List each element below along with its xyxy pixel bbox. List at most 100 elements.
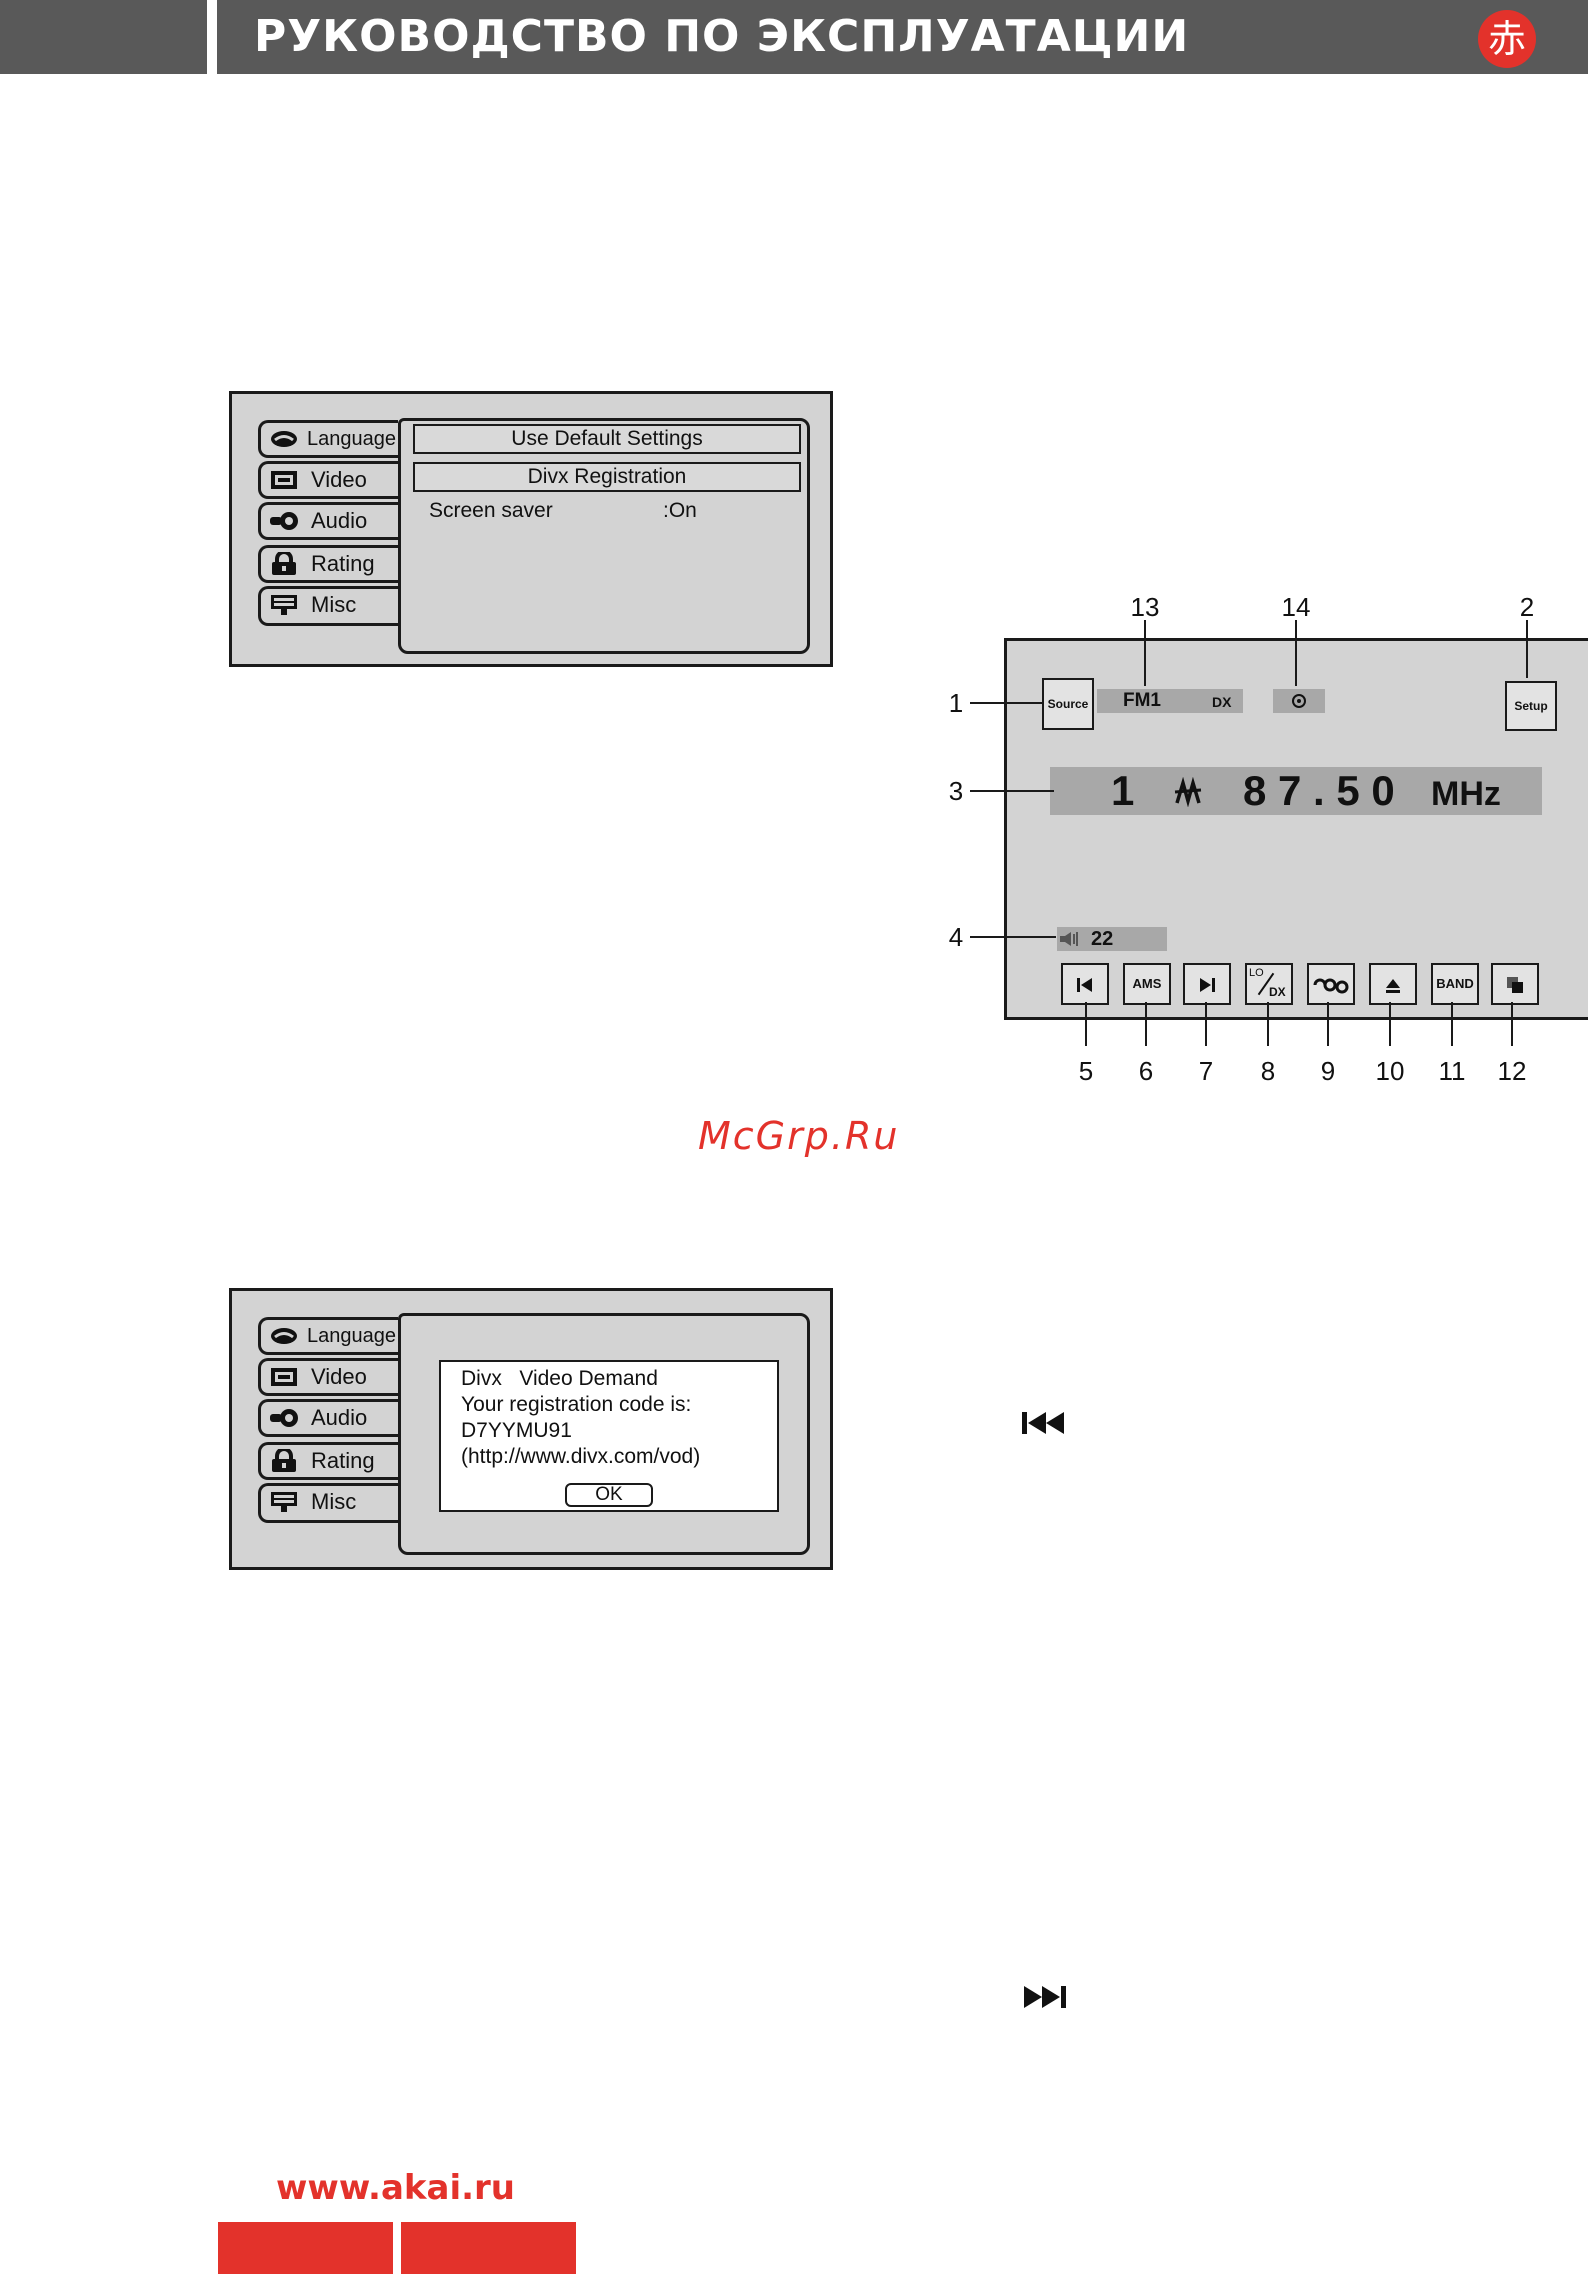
callout-4-leader: [970, 936, 1056, 938]
callout-8: 8: [1260, 1056, 1276, 1086]
divx-registration-button[interactable]: Divx Registration: [413, 462, 801, 492]
tab-label: Misc: [311, 1489, 357, 1514]
callout-5-leader: [1085, 1002, 1087, 1046]
lo-dx-button[interactable]: LO DX: [1245, 963, 1293, 1005]
akai-logo: 赤: [1478, 10, 1536, 68]
tab-video[interactable]: Video: [258, 1358, 398, 1396]
volume-display: [1057, 927, 1167, 951]
dialog-title: Divx Video Demand: [461, 1367, 658, 1390]
tab-rating[interactable]: Rating: [258, 545, 398, 583]
callout-14-leader: [1295, 620, 1297, 686]
lo-label: LO: [1249, 967, 1264, 979]
callout-10: 10: [1375, 1056, 1405, 1086]
callout-5: 5: [1078, 1056, 1094, 1086]
misc-icon: [269, 594, 299, 616]
callout-7: 7: [1198, 1056, 1214, 1086]
callout-12-leader: [1511, 1002, 1513, 1046]
eject-button[interactable]: [1369, 963, 1417, 1005]
callout-2-leader: [1526, 620, 1528, 678]
volume-icon: [1059, 931, 1079, 947]
tab-label: Video: [311, 1364, 367, 1389]
dx-label: DX: [1269, 985, 1286, 999]
callout-14: 14: [1281, 592, 1311, 622]
eject-icon: [1386, 979, 1400, 993]
header-bar: [217, 0, 1588, 74]
header-left-bar: [0, 0, 207, 74]
tab-language[interactable]: Language: [258, 1317, 398, 1355]
video-icon: [269, 1366, 299, 1388]
setup-menu-screen: Language Video Audio Rating Misc Use Def…: [229, 391, 833, 667]
audio-icon: [269, 510, 299, 532]
tab-video[interactable]: Video: [258, 461, 398, 499]
tab-label: Rating: [311, 551, 375, 576]
tab-audio[interactable]: Audio: [258, 502, 398, 540]
setup-panel: Use Default Settings Divx Registration S…: [398, 418, 810, 654]
tab-audio[interactable]: Audio: [258, 1399, 398, 1437]
tab-label: Misc: [311, 592, 357, 617]
misc-icon: [269, 1491, 299, 1513]
callout-7-leader: [1205, 1002, 1207, 1046]
dialog-registration-code: D7YYMU91: [461, 1419, 572, 1442]
volume-value: 22: [1091, 928, 1114, 950]
footer-bar-right: [401, 2222, 576, 2274]
callout-13-leader: [1144, 620, 1146, 686]
language-icon: [269, 1325, 299, 1347]
callout-2: 2: [1519, 592, 1535, 622]
video-icon: [269, 469, 299, 491]
seek-back-icon: [1077, 978, 1092, 992]
rating-lock-icon: [269, 1449, 299, 1472]
ok-button[interactable]: OK: [565, 1483, 653, 1507]
seek-forward-icon: [1200, 978, 1215, 992]
callout-13: 13: [1130, 592, 1160, 622]
callout-11-leader: [1451, 1002, 1453, 1046]
callout-1: 1: [948, 688, 964, 718]
setup-button[interactable]: Setup: [1505, 681, 1557, 731]
watermark: McGrp.Ru: [698, 1114, 900, 1158]
callout-3: 3: [948, 776, 964, 806]
menu-button[interactable]: [1491, 963, 1539, 1005]
tab-label: Language: [307, 1325, 396, 1347]
callout-10-leader: [1389, 1002, 1391, 1046]
footer-url[interactable]: www.akai.ru: [276, 2168, 516, 2208]
divx-registration-screen: Language Video Audio Rating Misc Divx Vi…: [229, 1288, 833, 1570]
source-button[interactable]: Source: [1042, 678, 1094, 730]
dx-indicator: DX: [1212, 694, 1232, 710]
menu-icon: [1507, 977, 1523, 993]
callout-6-leader: [1145, 1002, 1147, 1046]
scan-button[interactable]: [1307, 963, 1355, 1005]
tab-rating[interactable]: Rating: [258, 1442, 398, 1480]
rating-lock-icon: [269, 552, 299, 575]
screen-saver-label[interactable]: Screen saver: [429, 499, 553, 522]
band-display: [1097, 689, 1243, 713]
ams-button[interactable]: AMS: [1123, 963, 1171, 1005]
tab-misc[interactable]: Misc: [258, 1483, 398, 1523]
audio-icon: [269, 1407, 299, 1429]
band-label: FM1: [1123, 690, 1161, 711]
tab-label: Language: [307, 428, 396, 450]
callout-1-leader: [970, 702, 1042, 704]
tab-misc[interactable]: Misc: [258, 586, 398, 626]
seek-forward-button[interactable]: [1183, 963, 1231, 1005]
tab-label: Video: [311, 467, 367, 492]
tuning-icon: [1173, 776, 1203, 808]
scan-icon: [1313, 978, 1349, 994]
tab-language[interactable]: Language: [258, 420, 398, 458]
callout-9-leader: [1327, 1002, 1329, 1046]
screen-saver-value[interactable]: :On: [663, 499, 697, 522]
previous-track-icon: [1020, 1410, 1068, 1436]
band-button[interactable]: BAND: [1431, 963, 1479, 1005]
dialog-registration-text: Your registration code is:: [461, 1393, 692, 1416]
seek-back-button[interactable]: [1061, 963, 1109, 1005]
page-title: РУКОВОДСТВО ПО ЭКСПЛУАТАЦИИ: [254, 11, 1190, 62]
use-default-settings-button[interactable]: Use Default Settings: [413, 424, 801, 454]
frequency-unit: MHz: [1431, 775, 1501, 813]
tab-label: Audio: [311, 508, 368, 533]
radio-screen: Source FM1 DX Setup 1 8 7 . 5 0 MHz 22 A…: [1004, 638, 1588, 1020]
callout-3-leader: [970, 790, 1054, 792]
frequency-value: 8 7 . 5 0: [1243, 767, 1395, 814]
tab-label: Rating: [311, 1448, 375, 1473]
next-track-icon: [1020, 1984, 1068, 2010]
footer-bar-left: [218, 2222, 393, 2274]
preset-number: 1: [1111, 767, 1135, 814]
language-icon: [269, 428, 299, 450]
